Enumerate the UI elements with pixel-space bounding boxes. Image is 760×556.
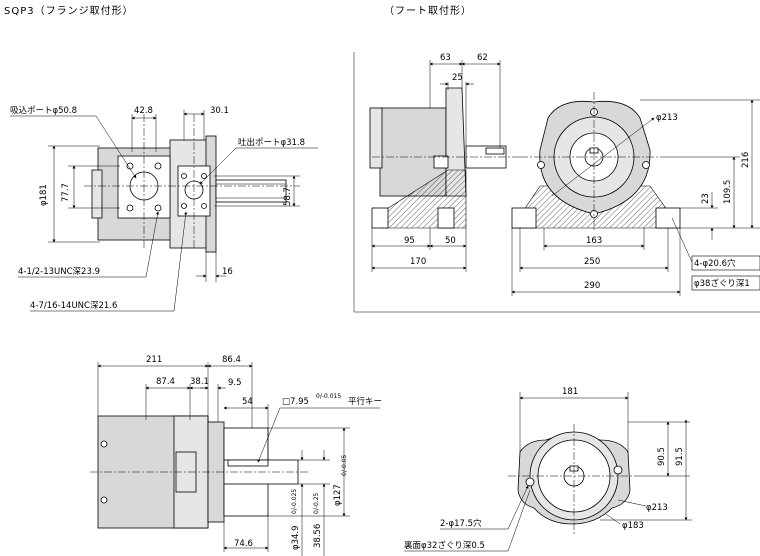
foot-front-pad	[511, 207, 537, 229]
discharge-bolt-hole	[181, 173, 187, 179]
dim-109-5: 109.5	[723, 180, 733, 204]
dim-54: 54	[242, 397, 253, 407]
dim-23: 23	[701, 193, 711, 204]
dim-38-1: 38.1	[190, 377, 209, 387]
key-tolerance: 0/-0.015	[316, 393, 341, 400]
foot-front-bolt-hole	[642, 161, 650, 169]
foot-section-frame	[353, 52, 760, 313]
thread-callout-1: 4-1/2-13UNC深23.9	[18, 267, 100, 277]
dim-phi181: φ181	[39, 184, 49, 206]
dim-phi183: φ183	[622, 521, 644, 531]
pump-rear-view: 181 90.5 91.5 φ213 φ183 2-φ17.5穴 裏面φ32ざぐ…	[404, 387, 692, 552]
dim-77-7: 77.7	[61, 183, 71, 202]
suction-port-label: 吸込ポートφ50.8	[10, 105, 77, 116]
dim-25: 25	[452, 73, 463, 83]
flange-shaft	[215, 179, 287, 203]
dim-42-8: 42.8	[134, 106, 153, 116]
dim-86-4: 86.4	[222, 355, 241, 365]
foot-side-pad	[437, 207, 455, 229]
rear-bolt-hole	[525, 477, 535, 487]
foot-front-bolt-hole	[537, 161, 545, 169]
dim-95: 95	[404, 236, 415, 246]
dim-290: 290	[584, 281, 600, 291]
flange-side-boss	[91, 169, 103, 219]
dim-216: 216	[741, 152, 751, 168]
discharge-bolt-hole	[201, 173, 207, 179]
dim-181: 181	[562, 387, 578, 397]
foot-side-view: 63 62 25 95 50 170	[369, 53, 520, 272]
dim-163: 163	[586, 236, 602, 246]
foot-side-pad	[371, 207, 389, 229]
dim-211: 211	[146, 355, 162, 365]
foot-counterbore-callout: φ38ざぐり深1	[694, 278, 750, 289]
dim-74-6: 74.6	[234, 539, 253, 549]
rear-counterbore-callout: 裏面φ32ざぐり深0.5	[404, 540, 485, 551]
foot-hole-callout: 4-φ20.6穴	[694, 258, 736, 269]
dim-87-4: 87.4	[156, 377, 175, 387]
foot-front-view: φ213 216 109.5 23 163 250 290 4-φ20.6穴 φ…	[511, 92, 760, 296]
dim-250: 250	[584, 257, 600, 267]
suction-bolt-hole	[126, 162, 134, 170]
dim-63: 63	[440, 53, 451, 63]
dim-9-5: 9.5	[228, 378, 242, 388]
dim-38-56: 38.56	[313, 524, 323, 548]
flange-front-view: 42.8 30.1 吸込ポートφ50.8 吐出ポートφ31.8 φ181 77.…	[10, 105, 318, 312]
dim-30-1: 30.1	[210, 106, 229, 116]
dim-phi34-9: φ34.9	[291, 525, 301, 550]
title-foot-mount: （フート取付形）	[384, 4, 472, 17]
foot-side-rear	[369, 107, 383, 169]
suction-bolt-hole	[154, 162, 162, 170]
suction-bolt-hole	[154, 204, 162, 212]
dim-phi127-tolerance: 0/-0.05	[341, 454, 348, 476]
dim-phi213-foot: φ213	[656, 113, 678, 123]
dim-62: 62	[477, 53, 488, 63]
dim-170: 170	[410, 257, 426, 267]
rear-bolt-hole	[613, 465, 623, 475]
dim-phi34-9-tolerance: 0/-0.025	[291, 489, 298, 514]
discharge-port-label: 吐出ポートφ31.8	[238, 137, 305, 148]
discharge-bolt-hole	[181, 203, 187, 209]
dim-38-56-tolerance: 0/-0.25	[313, 492, 320, 514]
key-suffix: 平行キー	[348, 396, 382, 407]
foot-front-pad	[655, 207, 681, 229]
dim-phi213-rear: φ213	[646, 503, 668, 513]
dim-phi127: φ127	[333, 484, 343, 506]
pump-side-view: 211 86.4 87.4 38.1 9.5 54 □7.95 0/-0.015…	[90, 355, 382, 556]
rear-holes-callout: 2-φ17.5穴	[440, 518, 482, 529]
dim-91-5: 91.5	[675, 447, 685, 466]
dim-90-5: 90.5	[657, 447, 667, 466]
title-flange-mount: SQP3（フランジ取付形）	[4, 4, 134, 17]
side-keyway	[227, 459, 269, 467]
dim-58-7: 58.7	[283, 187, 293, 206]
discharge-bolt-hole	[201, 203, 207, 209]
suction-bolt-hole	[126, 204, 134, 212]
thread-callout-2: 4-7/16-14UNC深21.6	[30, 301, 117, 311]
dim-16: 16	[222, 267, 233, 277]
dim-50: 50	[445, 236, 456, 246]
key-spec: □7.95	[282, 397, 309, 407]
